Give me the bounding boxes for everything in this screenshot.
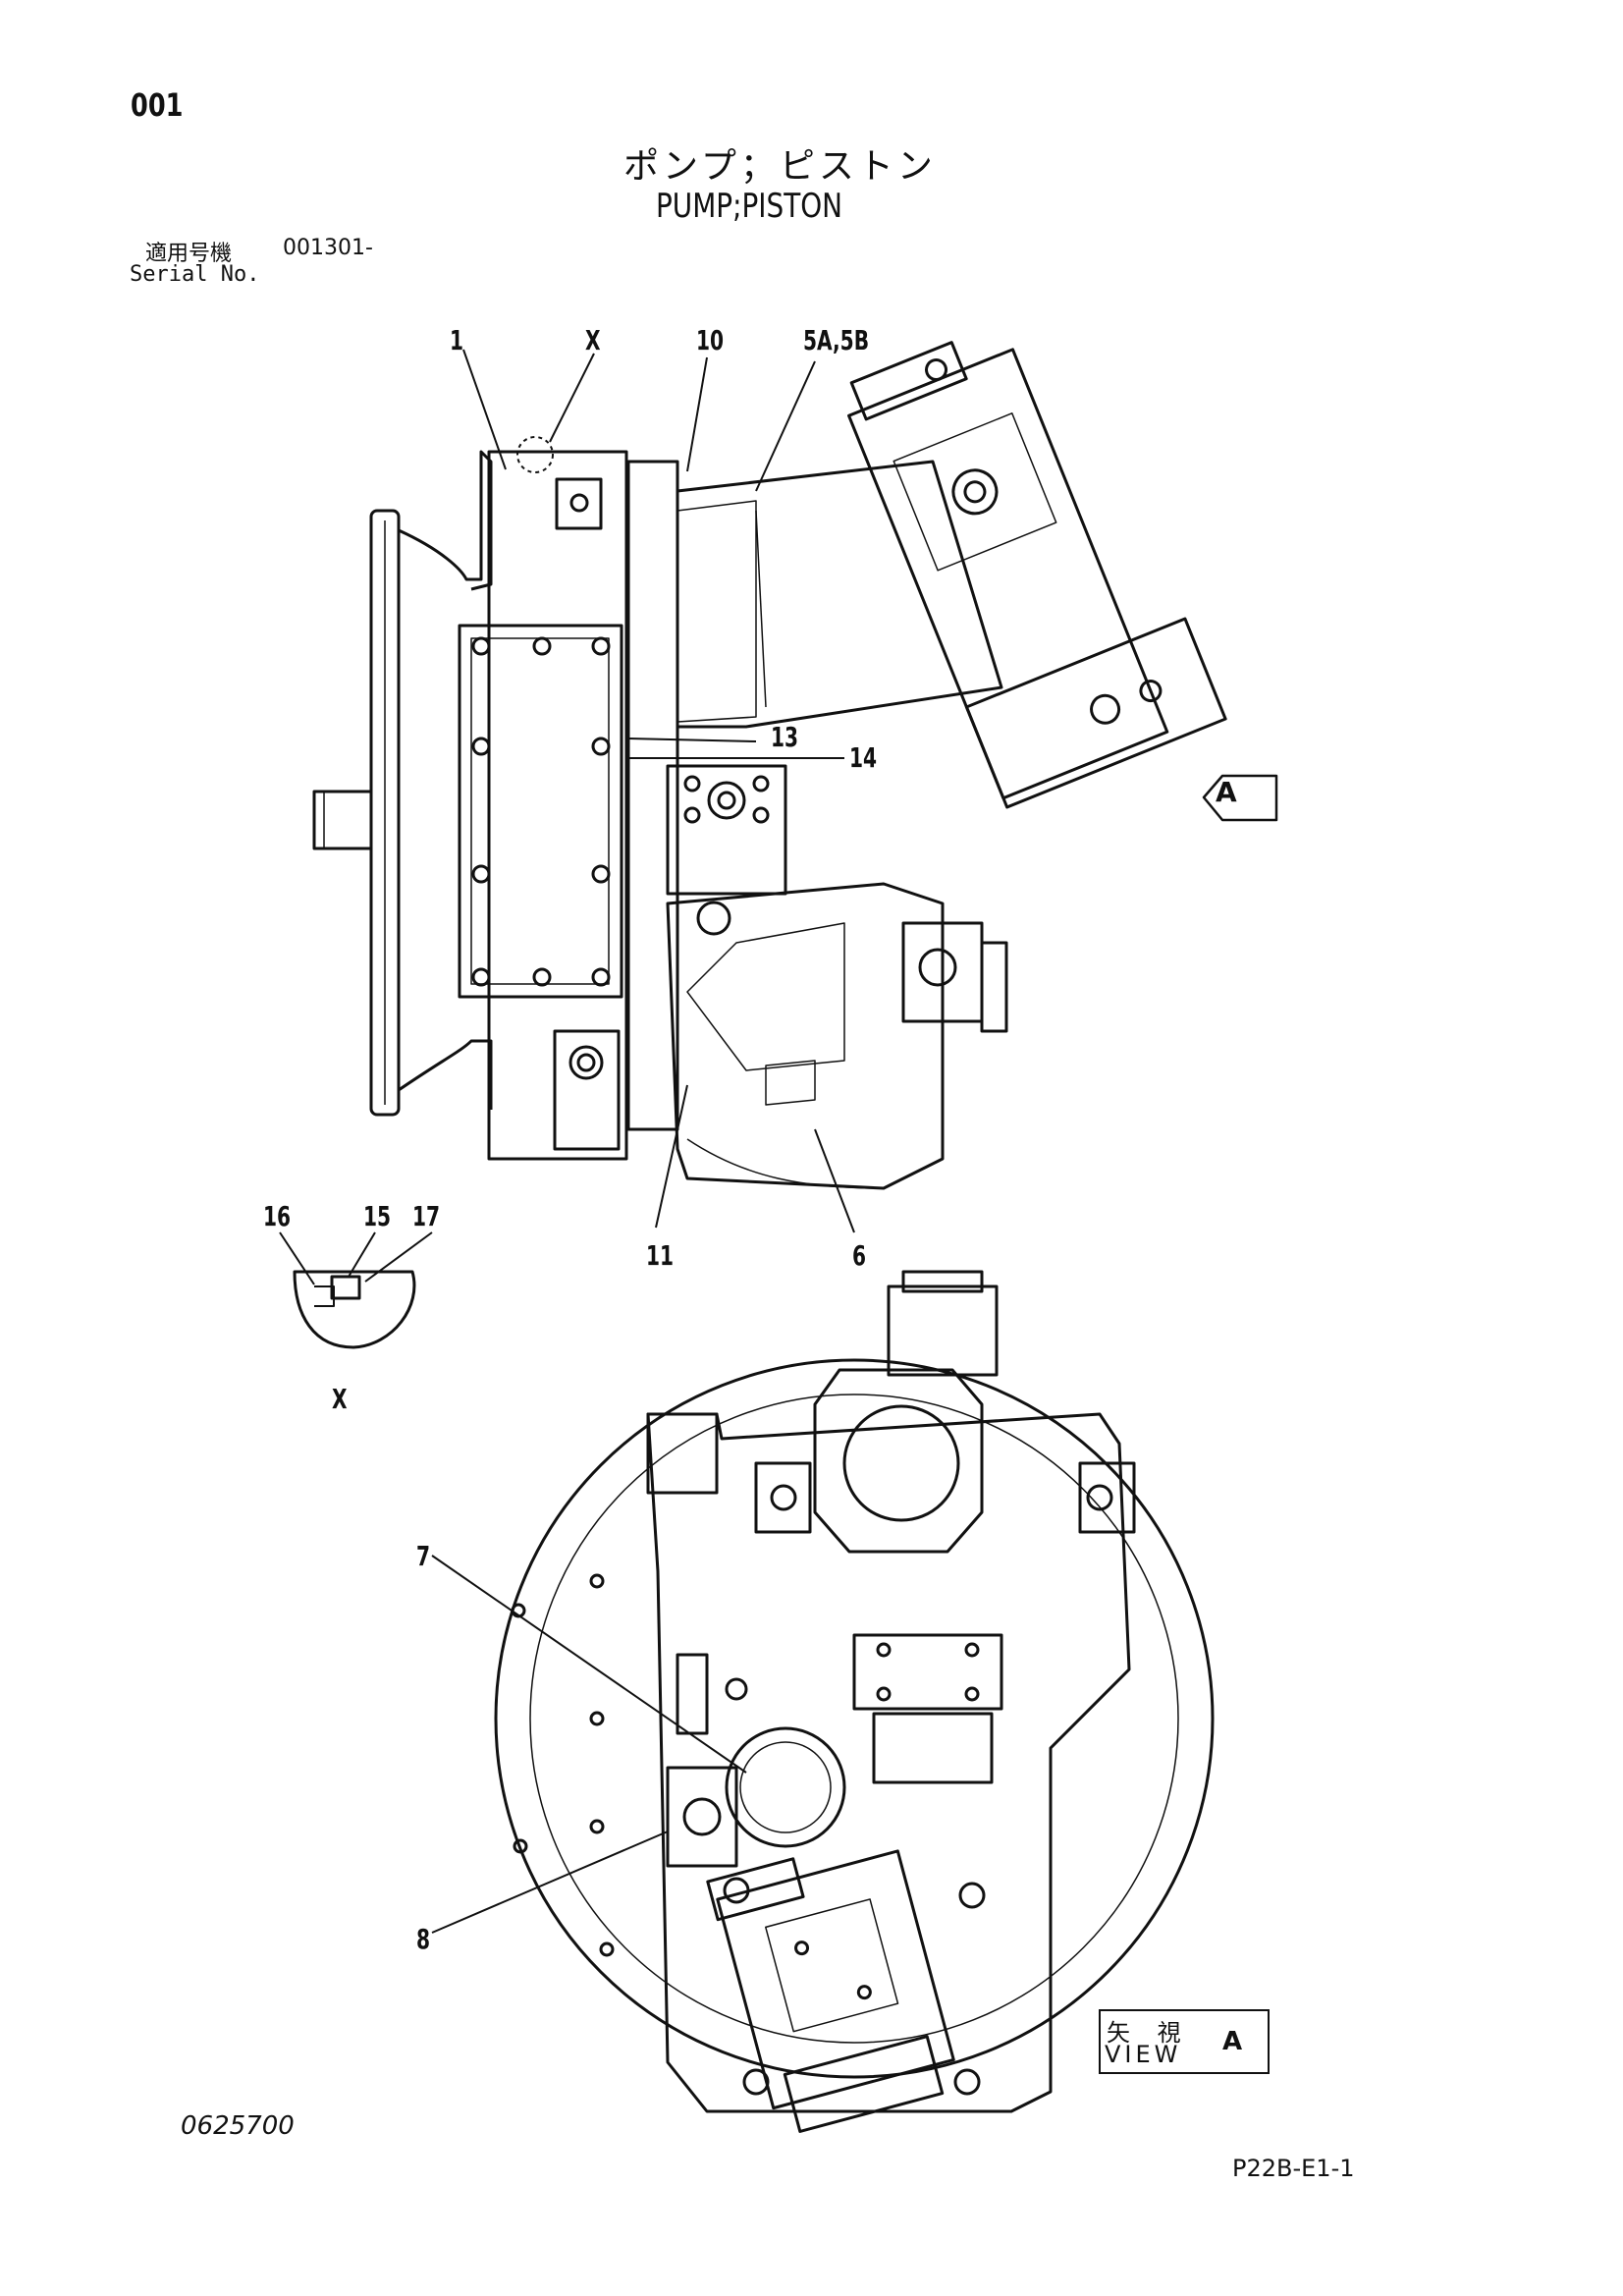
callout-17: 17: [412, 1200, 441, 1232]
callout-8: 8: [416, 1923, 431, 1955]
view-label-letter: A: [1222, 2027, 1243, 2056]
view-label-japanese: 矢 視: [1107, 2019, 1191, 2047]
page-number: 001: [131, 86, 184, 124]
callout-1: 1: [450, 324, 464, 356]
page-code: P22B-E1-1: [1232, 2155, 1355, 2182]
cover-bolts: [471, 636, 611, 987]
side-view-drawing: [312, 341, 1278, 1233]
callout-7: 7: [416, 1540, 431, 1572]
serial-label-english: Serial No.: [130, 262, 260, 287]
callout-15: 15: [363, 1200, 392, 1232]
title-japanese: ポンプ；ピストン: [623, 146, 937, 187]
callout-x: X: [585, 324, 601, 356]
callout-x-detail: X: [332, 1383, 348, 1415]
callout-11: 11: [646, 1239, 675, 1272]
detail-x-drawing: [279, 1231, 433, 1349]
callout-6: 6: [852, 1239, 867, 1272]
view-a-arrow-label: A: [1216, 776, 1237, 808]
view-a-label: 矢 視 VIEW A: [1099, 2009, 1270, 2074]
serial-value: 001301-: [283, 236, 373, 260]
callout-13: 13: [771, 721, 799, 753]
callout-16: 16: [263, 1200, 292, 1232]
view-label-english: VIEW: [1105, 2041, 1182, 2068]
drawing-number: 0625700: [181, 2111, 295, 2141]
view-a-drawing: [431, 1270, 1215, 2133]
title-english: PUMP;PISTON: [656, 187, 843, 226]
callout-5a-5b: 5A,5B: [803, 324, 870, 356]
callout-10: 10: [696, 324, 725, 356]
callout-14: 14: [849, 741, 878, 774]
serial-label-japanese: 適用号機: [145, 242, 233, 266]
